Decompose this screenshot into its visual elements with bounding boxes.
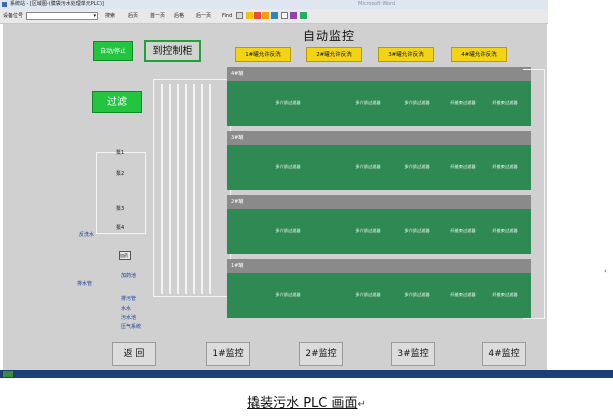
tank-row-3-label: 3#罐: [231, 135, 244, 141]
drain-label: 排水管: [77, 281, 93, 287]
sewage-tank-label: 污水池: [121, 315, 137, 321]
tank-4-1[interactable]: 多介质过滤器: [253, 86, 323, 120]
backwash-3-indicator[interactable]: 3#罐允许反洗: [378, 47, 434, 62]
tank-1-5[interactable]: 纤维束过滤器: [487, 276, 523, 314]
tank-4-3[interactable]: 多介质过滤器: [397, 84, 437, 122]
dosing-tank-label: 加药池: [121, 273, 137, 279]
pump-manifold: [96, 152, 146, 234]
backwash-1-indicator[interactable]: 1#罐允许反洗: [235, 47, 291, 62]
backwash-water-label: 反洗水: [79, 232, 95, 238]
dosing-valve-label: 加药: [120, 253, 128, 258]
figure-caption: 撬装污水 PLC 画面↵: [0, 392, 613, 411]
tank-2-2[interactable]: 多介质过滤器: [348, 212, 388, 250]
pipe-segment: [201, 84, 203, 294]
tank-2-5[interactable]: 纤维束过滤器: [487, 212, 523, 250]
tank-row-4-label: 4#罐: [231, 71, 244, 77]
pipe-segment: [169, 84, 171, 294]
paragraph-mark: ↵: [357, 399, 366, 410]
save-icon[interactable]: [271, 12, 278, 19]
tank-row-2-header: 2#罐: [227, 195, 531, 209]
tank-2-4[interactable]: 纤维束过滤器: [445, 212, 481, 250]
filter-button[interactable]: 过滤: [92, 91, 142, 113]
tank-2-3[interactable]: 多介质过滤器: [397, 212, 437, 250]
tank-row-3-header: 3#罐: [227, 131, 531, 145]
pipe-segment: [161, 84, 163, 294]
back-button[interactable]: 后页: [128, 13, 139, 19]
first-page-button[interactable]: 首一页: [150, 13, 166, 19]
toolbar: 设备位号 ▾ 搜索 后页 首一页 后格 后一页 Find: [0, 9, 548, 24]
pipe-segment: [193, 84, 195, 294]
tank-4-4[interactable]: 纤维束过滤器: [445, 84, 481, 122]
warning-icon[interactable]: [246, 12, 253, 19]
monitor-4-button[interactable]: 4#监控: [482, 342, 526, 366]
tank-2-1[interactable]: 多介质过滤器: [253, 214, 323, 248]
backwash-2-indicator[interactable]: 2#罐允许反洗: [306, 47, 362, 62]
prev-page-button[interactable]: 后一页: [196, 13, 212, 19]
page-title: 自动监控: [303, 29, 356, 43]
edge-marker: ‹: [604, 267, 607, 275]
chevron-down-icon: ▾: [93, 13, 96, 19]
pump-4[interactable]: 泵4: [116, 225, 125, 231]
grid-icon[interactable]: [281, 12, 288, 19]
tank-3-1[interactable]: 多介质过滤器: [253, 150, 323, 184]
find-button[interactable]: Find: [222, 13, 233, 19]
pump-1[interactable]: 泵1: [116, 150, 125, 156]
monitor-3-button[interactable]: 3#监控: [391, 342, 435, 366]
taskbar: [0, 370, 613, 378]
tank-1-4[interactable]: 纤维束过滤器: [445, 276, 481, 314]
return-button[interactable]: 返 回: [112, 342, 156, 366]
color-icon[interactable]: [290, 12, 297, 19]
monitor-1-button[interactable]: 1#监控: [206, 342, 250, 366]
pipe-segment: [177, 84, 179, 294]
air-system-label: 压气系统: [121, 324, 142, 330]
scada-panel: 自动监控 自动/停止 到控制柜 过滤 1#罐允许反洗 2#罐允许反洗 3#罐允许…: [3, 24, 547, 370]
pipe-network: [153, 79, 231, 297]
tank-row-2-label: 2#罐: [231, 199, 244, 205]
tank-4-2[interactable]: 多介质过滤器: [348, 84, 388, 122]
search-button[interactable]: 搜索: [105, 13, 116, 19]
tank-1-3[interactable]: 多介质过滤器: [397, 276, 437, 314]
refresh-icon[interactable]: [300, 12, 307, 19]
sewage-pipe-label: 排污管: [121, 296, 137, 302]
outlet-pipes: [523, 69, 545, 319]
tank-1-1[interactable]: 多介质过滤器: [253, 278, 323, 312]
app-icon: [2, 2, 7, 7]
prev-button[interactable]: 后格: [174, 13, 185, 19]
tank-row-4-header: 4#罐: [227, 67, 531, 81]
tank-3-2[interactable]: 多介质过滤器: [348, 148, 388, 186]
device-select[interactable]: ▾: [26, 12, 98, 20]
backwash-4-indicator[interactable]: 4#罐允许反洗: [451, 47, 507, 62]
monitor-2-button[interactable]: 2#监控: [299, 342, 343, 366]
pipe-segment: [209, 84, 211, 294]
start-icon[interactable]: [3, 371, 13, 377]
to-control-cabinet-button[interactable]: 到控制柜: [144, 40, 201, 62]
pump-2[interactable]: 泵2: [116, 171, 125, 177]
lock-icon[interactable]: [262, 12, 269, 19]
tank-row-1-header: 1#罐: [227, 259, 531, 273]
window-title-tail: Microsoft Word: [358, 1, 396, 7]
print-icon[interactable]: [236, 12, 243, 19]
tank-1-2[interactable]: 多介质过滤器: [348, 276, 388, 314]
dosing-valve[interactable]: 加药: [119, 251, 131, 260]
window-titlebar: 系统站 - [区域图-(膜袋污水处理单元PLC)] Microsoft Word: [0, 0, 548, 9]
caption-text: 撬装污水 PLC 画面: [247, 396, 358, 411]
tank-4-5[interactable]: 纤维束过滤器: [487, 84, 523, 122]
tank-row-1-label: 1#罐: [231, 263, 244, 269]
tank-3-4[interactable]: 纤维束过滤器: [445, 148, 481, 186]
tank-3-3[interactable]: 多介质过滤器: [397, 148, 437, 186]
pipe-segment: [185, 84, 187, 294]
tank-3-5[interactable]: 纤维束过滤器: [487, 148, 523, 186]
window-title: 系统站 - [区域图-(膜袋污水处理单元PLC)]: [10, 1, 104, 7]
main-water-label: 水水: [121, 306, 132, 312]
auto-stop-button[interactable]: 自动/停止: [93, 41, 133, 61]
pump-3[interactable]: 泵3: [116, 206, 125, 212]
edit-icon[interactable]: [254, 12, 261, 19]
device-label: 设备位号: [3, 13, 24, 19]
